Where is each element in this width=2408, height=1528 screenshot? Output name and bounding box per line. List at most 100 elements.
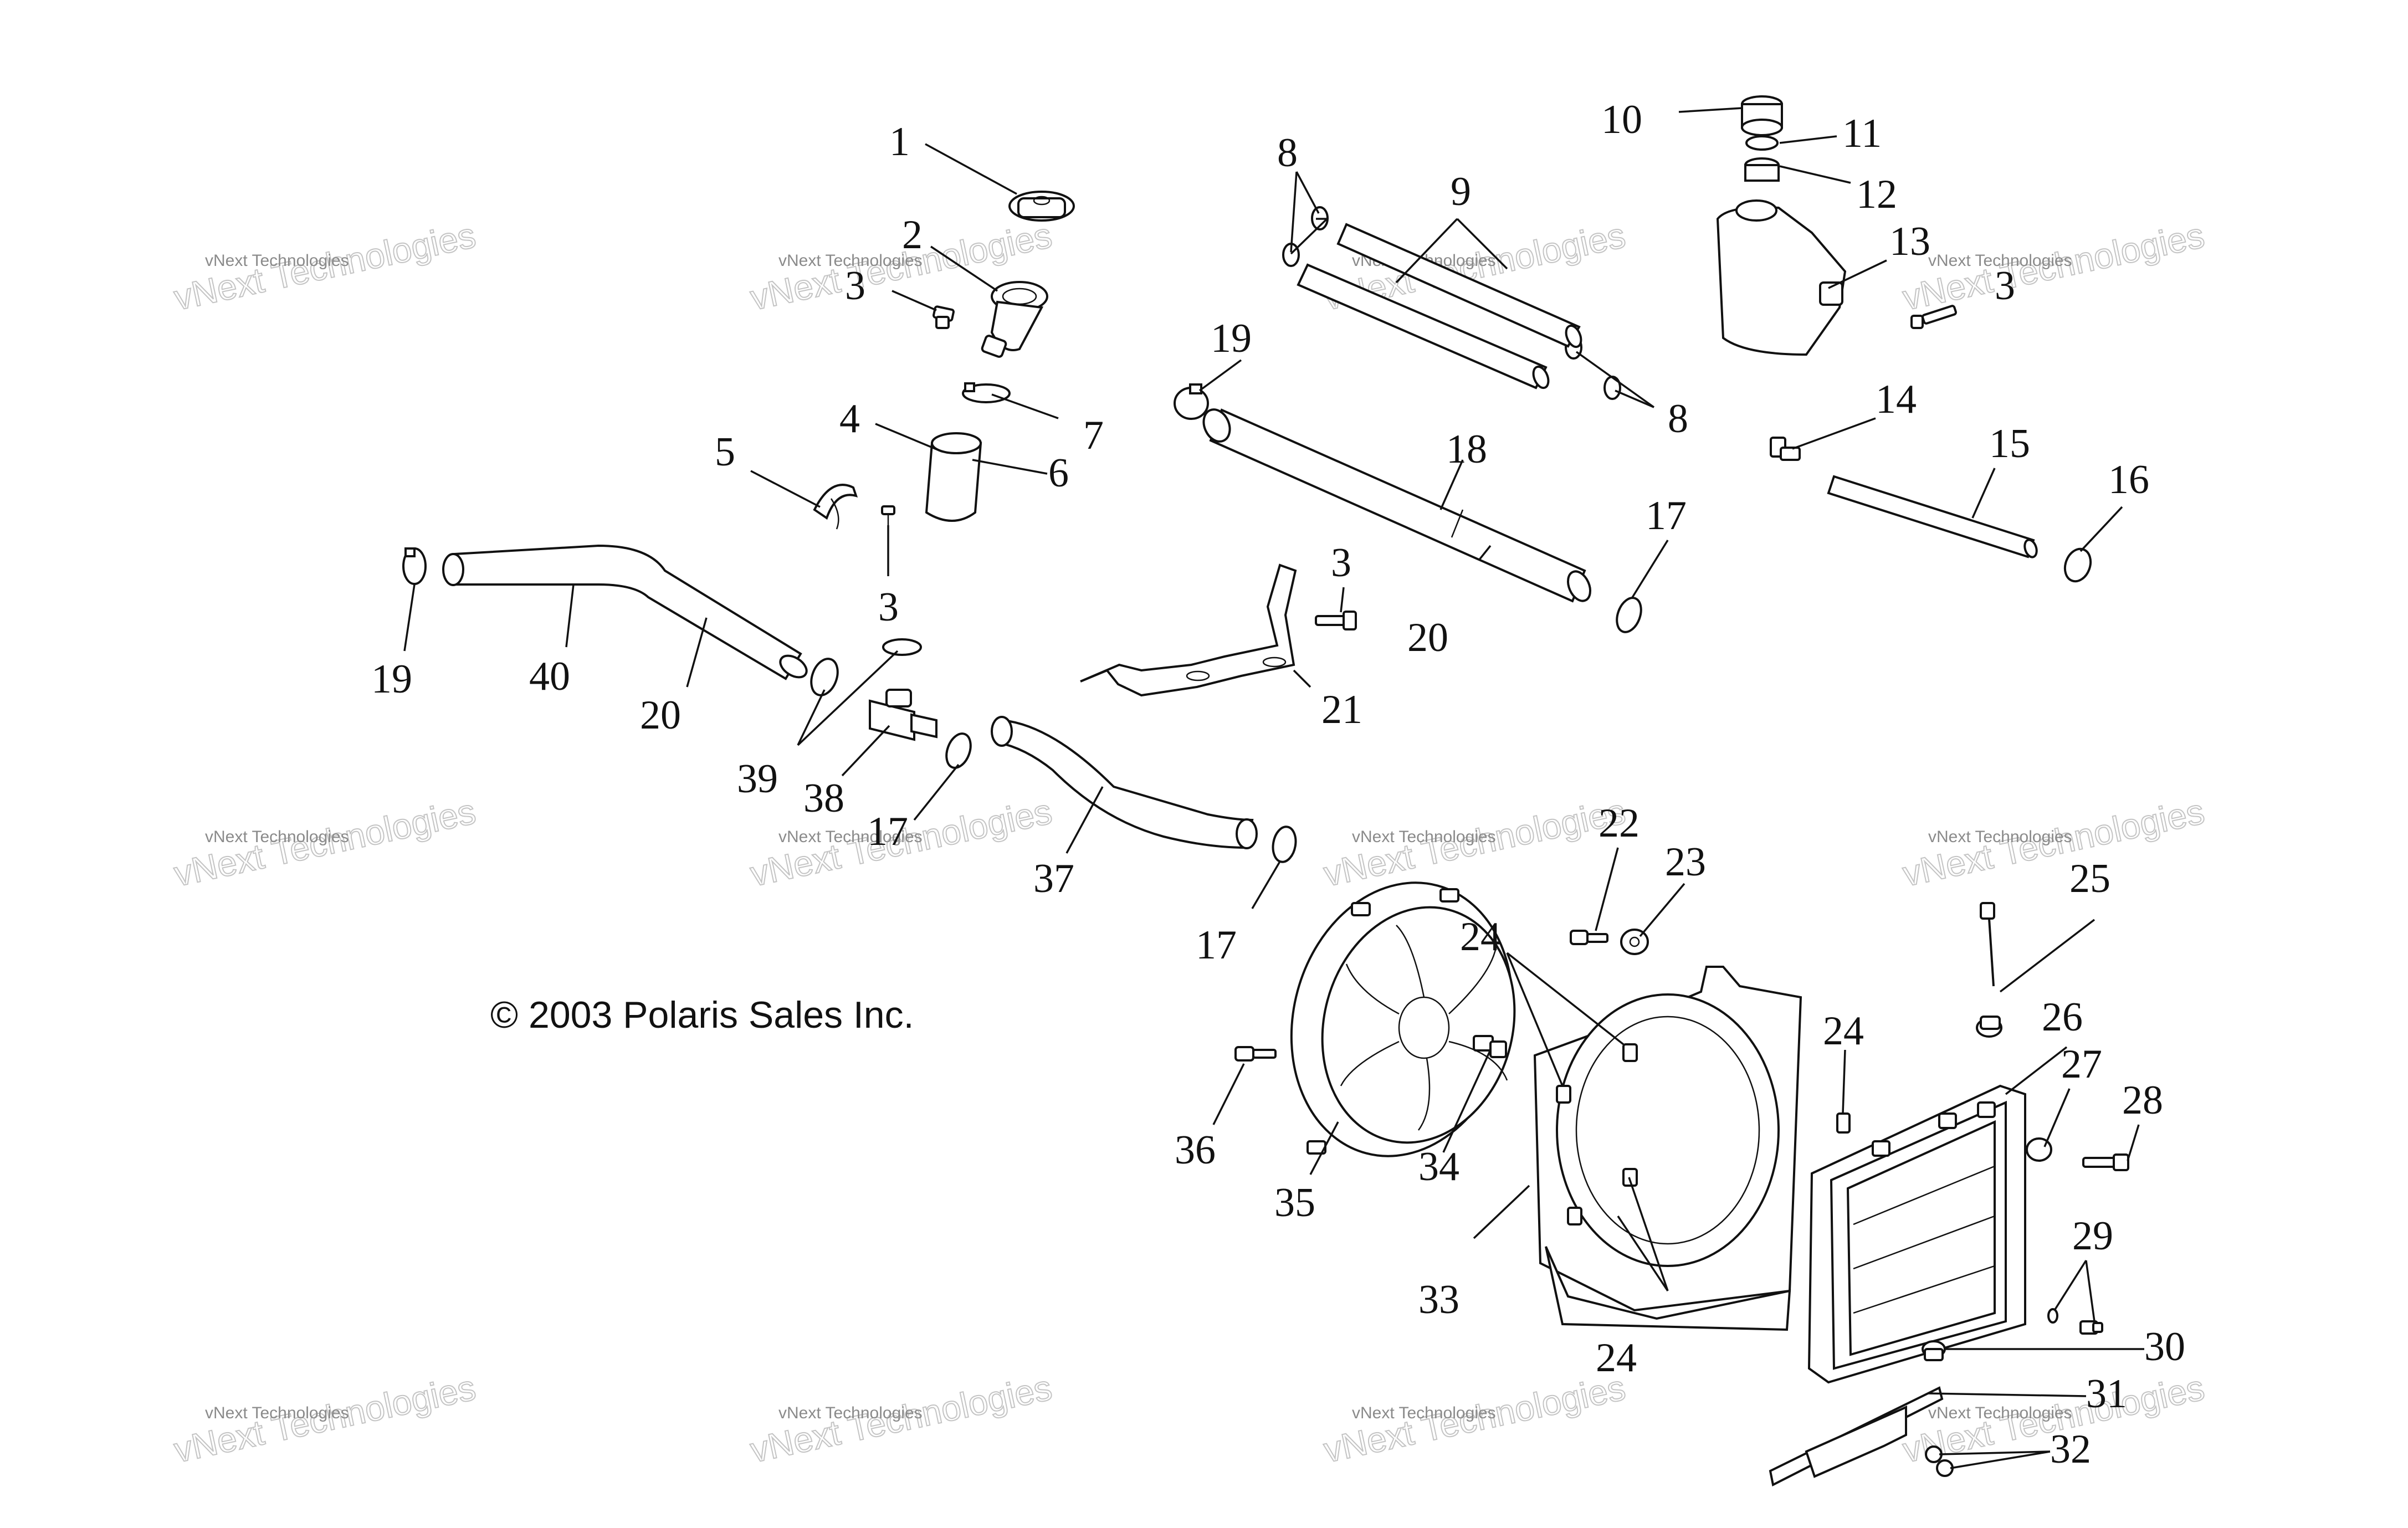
clamp-part: [1272, 825, 1297, 863]
bolt-part: [1910, 305, 1957, 329]
leader-line: [797, 650, 899, 746]
watermark-small-text: vNext Technologies: [1928, 1404, 2072, 1422]
clamp-part: [1616, 597, 1642, 633]
drain-plug-part: [2047, 1308, 2103, 1335]
leader-line: [991, 393, 1059, 419]
callout-label: 27: [2061, 1042, 2102, 1087]
watermark: vNext Technologies vNext Technologies: [1320, 791, 1630, 895]
clamp-part: [402, 547, 427, 585]
leader-line: [565, 584, 575, 648]
leader-line: [1506, 952, 1564, 1086]
mounting-bracket-part: [1080, 563, 1297, 697]
callout-label: 19: [371, 657, 412, 702]
bolt-part: [2082, 1153, 2129, 1171]
callout-label: 26: [2042, 994, 2083, 1040]
callout-label: 1: [889, 119, 910, 165]
small-tube-part: [1827, 475, 2038, 558]
callout-label: 31: [2086, 1371, 2127, 1417]
leader-line: [1309, 1121, 1339, 1175]
bolt-part: [1570, 930, 1608, 945]
watermark-small-text: vNext Technologies: [1352, 1404, 1496, 1422]
leader-line: [797, 689, 826, 746]
watermark: vNext Technologies vNext Technologies: [1320, 1367, 1630, 1471]
leader-line: [1842, 1049, 1846, 1114]
watermark-small-text: vNext Technologies: [1928, 828, 2072, 846]
callout-label: 17: [1196, 922, 1237, 968]
callout-label: 24: [1596, 1335, 1637, 1381]
callout-label: 20: [1407, 615, 1448, 660]
leader-line: [1792, 417, 1876, 450]
leader-line: [2085, 1260, 2096, 1322]
clamp-part: [810, 638, 922, 696]
overflow-tube-part: [1297, 223, 1582, 389]
lower-hose-part: [991, 716, 1258, 849]
grommet-part: [1922, 1340, 1946, 1361]
leader-line: [1506, 952, 1625, 1045]
leader-line: [1631, 540, 1669, 599]
callout-label: 21: [1321, 687, 1362, 732]
leader-line: [1950, 1450, 2051, 1469]
callout-label: 28: [2122, 1078, 2163, 1123]
leader-line: [972, 459, 1048, 475]
leader-line: [913, 763, 960, 821]
watermark: vNext Technologies vNext Technologies: [170, 791, 480, 895]
watermark-small-text: vNext Technologies: [778, 1404, 923, 1422]
leader-line: [892, 290, 937, 311]
callout-label: 30: [2144, 1324, 2185, 1370]
watermark-small-text: vNext Technologies: [1928, 252, 2072, 270]
parts: [402, 95, 2129, 1486]
leader-line: [1628, 1177, 1669, 1291]
fan-assembly-part: [1290, 881, 1516, 1157]
callout-label: 20: [640, 693, 681, 738]
callout-label: 11: [1842, 111, 1882, 156]
callout-label: 2: [902, 212, 923, 258]
clamp-part: [2063, 547, 2092, 583]
leader-line: [1595, 847, 1619, 931]
filler-neck-part: [981, 281, 1048, 358]
callout-label: 4: [839, 396, 860, 442]
leader-line: [1340, 587, 1345, 613]
leader-line: [1575, 351, 1655, 408]
leader-line: [1442, 1049, 1492, 1153]
leader-line: [1251, 861, 1281, 909]
leader-line: [1290, 218, 1328, 255]
leader-line: [686, 617, 708, 688]
callout-label: 12: [1856, 172, 1897, 217]
callout-label: 23: [1665, 839, 1706, 885]
watermark-small-text: vNext Technologies: [778, 252, 923, 270]
callout-label: 38: [803, 776, 844, 821]
watermark: vNext Technologies vNext Technologies: [1899, 791, 2209, 895]
clip-part: [1473, 1035, 1507, 1058]
leader-line: [2043, 1088, 2071, 1147]
leader-line: [1212, 1063, 1245, 1125]
watermark-small-text: vNext Technologies: [778, 828, 923, 846]
clamp-part: [945, 732, 972, 769]
watermark-small-text: vNext Technologies: [205, 1404, 349, 1422]
leader-line: [1639, 883, 1685, 937]
callout-label: 35: [1274, 1180, 1315, 1226]
callout-label: 18: [1446, 427, 1487, 472]
callout-label: 7: [1083, 413, 1104, 458]
callout-label: 19: [1211, 316, 1252, 361]
leader-line: [1939, 1450, 2051, 1455]
leader-line: [403, 584, 416, 652]
callout-label: 17: [1646, 493, 1687, 539]
radiator-part: [1807, 1084, 2026, 1384]
callout-label: 29: [2072, 1213, 2113, 1259]
callout-label: 3: [878, 584, 899, 630]
leader-line: [1828, 259, 1887, 289]
leader-line: [1478, 545, 1492, 561]
watermark: vNext Technologies vNext Technologies: [1899, 214, 2209, 319]
callout-label: 15: [1989, 421, 2030, 466]
leader-line: [1290, 171, 1298, 253]
upper-hose-part: [1202, 408, 1592, 603]
watermark: vNext Technologies vNext Technologies: [746, 1367, 1056, 1471]
callout-label: 8: [1277, 130, 1298, 176]
leader-line: [1439, 459, 1464, 510]
leader-line: [925, 143, 1017, 195]
temperature-sensor-part: [1976, 902, 2002, 1038]
watermark: vNext Technologies vNext Technologies: [170, 1367, 480, 1471]
coolant-reservoir-part: [1716, 95, 1847, 356]
screw-part: [881, 505, 895, 526]
